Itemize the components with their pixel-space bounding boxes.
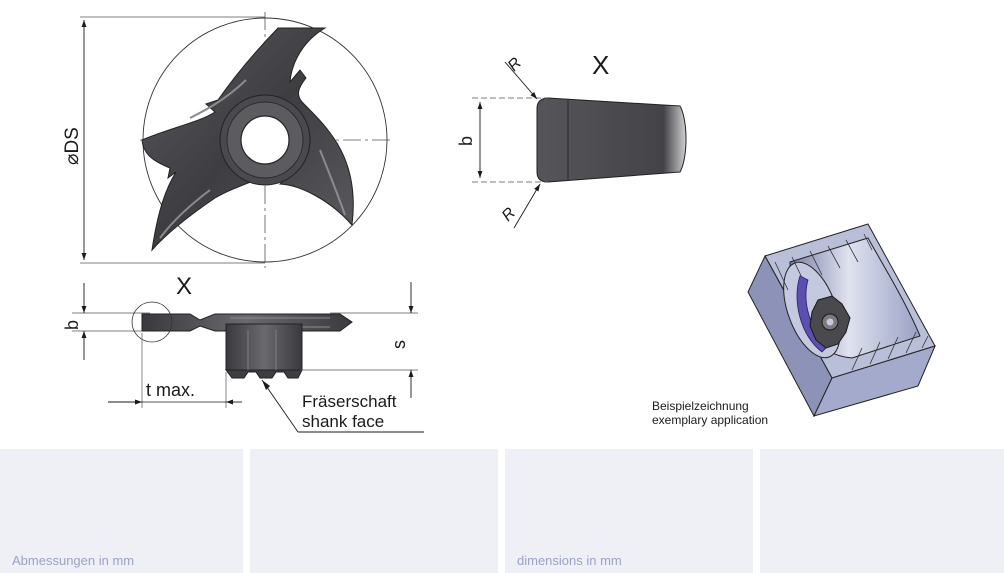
footer-panel-4 [760,449,1004,573]
footer-panel-2 [250,449,498,573]
s-side-label: s [389,340,409,349]
dimensions-note-en: dimensions in mm [517,553,622,568]
view-x-label-side: X [176,273,192,300]
dimensions-note-de: Abmessungen in mm [12,553,135,568]
footer-panels: Abmessungen in mm dimensions in mm [0,449,1004,573]
radius-top-label: R [505,54,526,75]
t-max-label: t max. [146,380,195,400]
radius-bottom-label: R [499,204,520,225]
example-caption-de: Beispielzeichnung [652,399,749,413]
example-application-illustration [747,223,936,418]
insert-side-view: b s t max. Fräserschaft shank face [62,282,424,433]
insert-front-view: ⌀DS [62,12,392,268]
technical-drawing: ⌀DS X b s t max. [62,12,936,433]
diameter-label: ⌀DS [62,127,83,165]
example-caption-en: exemplary application [652,413,768,427]
footer-panel-1: Abmessungen in mm [0,449,243,573]
shank-label-en: shank face [302,412,384,431]
b-side-label: b [62,320,82,330]
detail-x-view: X b R R [456,50,687,229]
view-x-label-top: X [592,50,609,80]
example-cutter [809,295,851,349]
b-detail-label: b [456,136,476,146]
footer-panel-3: dimensions in mm [505,449,753,573]
shank-label-de: Fräserschaft [302,392,397,411]
